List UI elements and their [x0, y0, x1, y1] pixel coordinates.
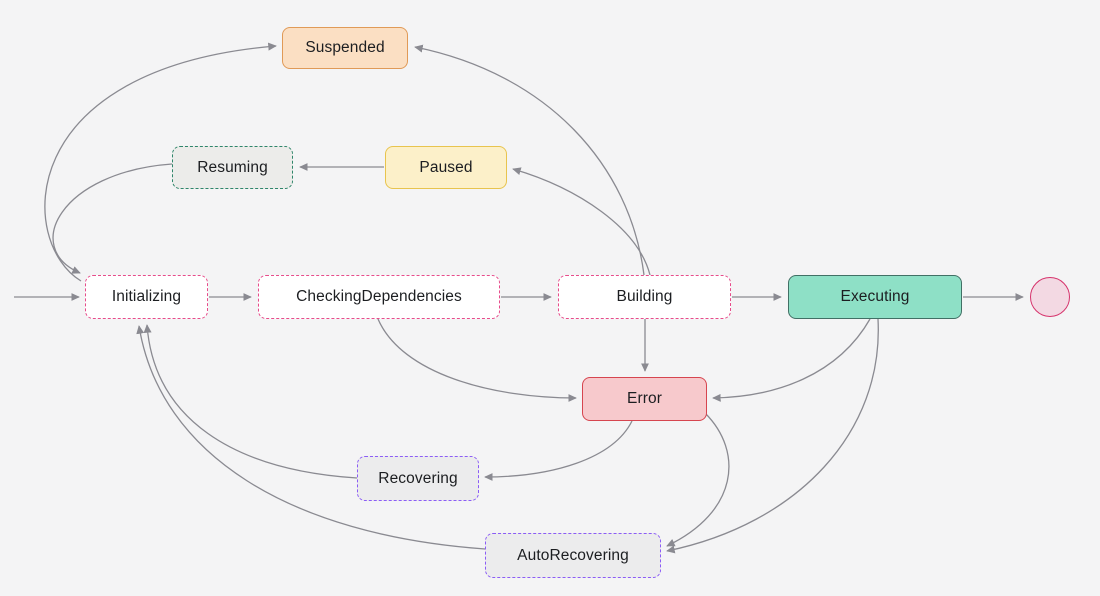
state-building-label: Building: [616, 288, 673, 305]
state-error-label: Error: [627, 390, 662, 407]
state-building: Building: [558, 275, 731, 319]
edge-initializing-to-suspended: [44, 42, 277, 282]
edge-resuming-to-initializing: [52, 163, 173, 274]
edge-executing-to-error: [712, 318, 871, 402]
edge-building-to-paused: [512, 167, 651, 276]
state-suspended-label: Suspended: [305, 39, 385, 56]
state-recovering-label: Recovering: [378, 469, 458, 487]
state-checkingdependencies-label: CheckingDependencies: [296, 288, 462, 305]
state-error: Error: [582, 377, 707, 421]
edge-checkingdependencies-to-error: [377, 318, 577, 403]
state-executing-label: Executing: [840, 288, 910, 305]
state-paused-label: Paused: [419, 158, 473, 176]
state-suspended: Suspended: [282, 27, 408, 69]
state-initializing: Initializing: [85, 275, 208, 319]
state-initializing-label: Initializing: [111, 288, 182, 305]
state-resuming: Resuming: [172, 146, 293, 189]
state-resuming-label: Resuming: [197, 158, 268, 176]
edge-recovering-to-initializing: [143, 324, 358, 479]
edge-error-to-recovering: [484, 420, 633, 482]
state-autorecovering-label: AutoRecovering: [517, 546, 629, 564]
edge-executing-to-autorecovering: [666, 318, 879, 554]
final-state-node: [1030, 277, 1070, 317]
edge-building-to-suspended: [414, 44, 645, 276]
state-executing: Executing: [788, 275, 962, 319]
edge-autorecovering-to-initializing: [136, 325, 486, 550]
edge-error-to-autorecovering: [666, 412, 730, 547]
state-paused: Paused: [385, 146, 507, 189]
state-autorecovering: AutoRecovering: [485, 533, 661, 578]
state-recovering: Recovering: [357, 456, 479, 501]
state-checkingdependencies: CheckingDependencies: [258, 275, 500, 319]
